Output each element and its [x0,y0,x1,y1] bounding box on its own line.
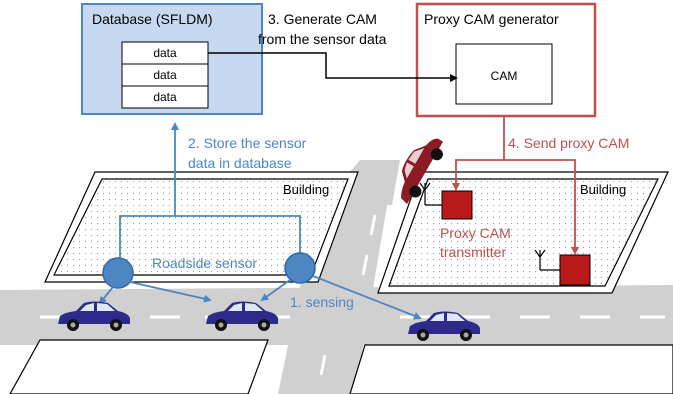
bottom-right-block [349,344,673,394]
proxy-generator-title: Proxy CAM generator [424,11,559,27]
proxy-cam-generator-box [415,2,597,118]
building-right-label: Building [580,182,626,197]
database-row-1: data [153,46,177,60]
building-left [44,171,359,283]
antenna-2-icon [534,249,560,271]
sensor-connection-line [119,215,301,262]
proxy-cam-transmitter-1 [441,190,473,220]
step2-line2: data in database [188,155,292,171]
transmitter-label-line1: Proxy CAM [440,225,511,241]
roadside-sensor-right-icon [284,252,316,284]
database-row-2: data [153,68,177,82]
red-car-icon [401,138,444,204]
sensing-arrows [98,275,422,320]
antenna-1-icon [419,182,442,206]
roadside-sensor-label: Roadside sensor [152,255,257,271]
road-network [0,160,673,394]
database-title: Database (SFLDM) [92,11,213,27]
step1-sensing: 1. sensing [290,294,354,310]
roadside-sensor-left-icon [102,257,134,289]
step2-line1: 2. Store the sensor [188,135,307,151]
transmitter-label-line2: transmitter [440,244,506,260]
database-box [81,3,263,115]
step4-send: 4. Send proxy CAM [508,135,629,151]
bottom-left-block [9,339,269,394]
database-row-3: data [153,90,177,104]
proxy-cam-transmitter-2 [559,254,591,286]
generate-cam-arrow [208,52,458,82]
step3-line2: from the sensor data [258,31,387,47]
send-proxy-cam-arrows [452,116,579,255]
building-left-label: Building [283,182,329,197]
cam-label: CAM [491,69,518,83]
step3-line1: 3. Generate CAM [268,11,377,27]
vertical-road [278,200,388,394]
